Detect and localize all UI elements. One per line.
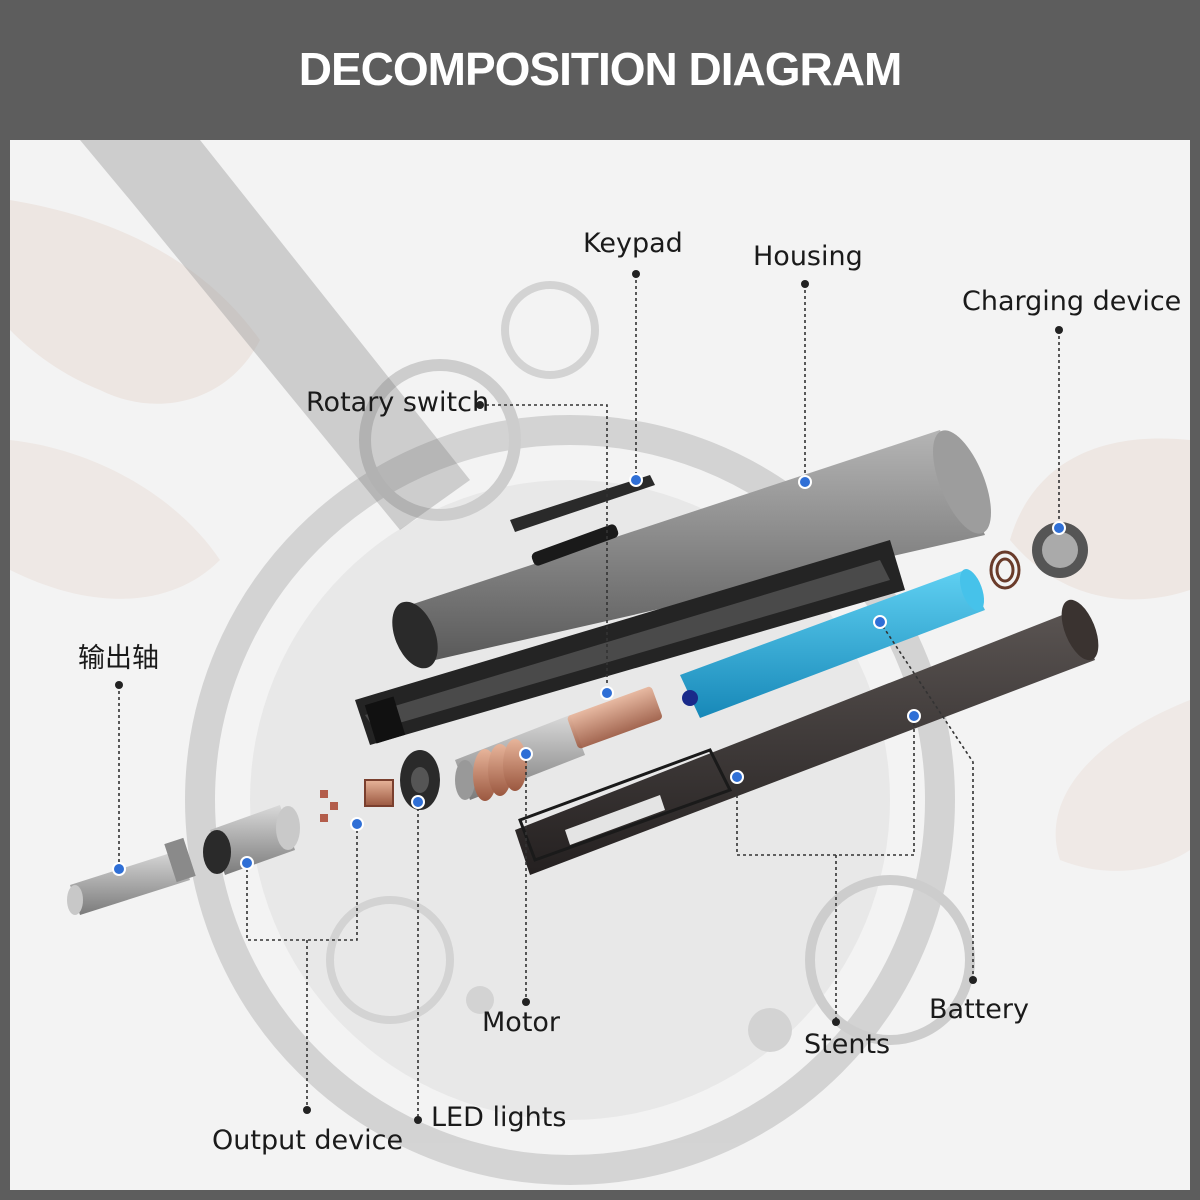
leader-battery [879, 621, 974, 980]
end-dot-motor [522, 998, 530, 1006]
marker-keypad [629, 473, 643, 487]
black-frame [355, 540, 905, 745]
end-dot-output-device [303, 1106, 311, 1114]
marker-clip [350, 817, 364, 831]
output-shaft-part [67, 837, 196, 915]
label-led-lights: LED lights [431, 1102, 567, 1133]
marker-stent-b [907, 709, 921, 723]
label-rotary-switch: Rotary switch [306, 387, 490, 418]
charging-device-part [989, 522, 1088, 590]
end-dot-stents [832, 1018, 840, 1026]
marker-housing [798, 475, 812, 489]
marker-rotary [600, 686, 614, 700]
label-output-device: Output device [212, 1125, 404, 1156]
marker-charging [1052, 521, 1066, 535]
housing-tube [392, 430, 991, 669]
label-battery: Battery [929, 994, 1029, 1025]
end-dot-led [414, 1116, 422, 1124]
label-motor: Motor [482, 1007, 561, 1038]
page-title: DECOMPOSITION DIAGRAM [298, 43, 903, 95]
background-hand-illustration [10, 140, 1190, 871]
small-gear-clip [320, 779, 394, 822]
end-dot-keypad [632, 270, 640, 278]
leader-lines [118, 274, 1060, 1120]
end-dot-output-shaft [115, 681, 123, 689]
output-device-part [203, 805, 300, 875]
end-dot-charging [1055, 326, 1063, 334]
label-charging-device: Charging device [962, 286, 1182, 317]
label-keypad: Keypad [583, 228, 683, 259]
title-banner: DECOMPOSITION DIAGRAM [0, 0, 1200, 138]
diagram-panel: Keypad Housing Charging device Rotary sw… [10, 140, 1190, 1190]
keypad-part [510, 475, 655, 532]
leader-rotary [480, 404, 608, 693]
label-housing: Housing [753, 241, 863, 272]
end-dot-rotary [476, 401, 484, 409]
leader-stents [736, 716, 915, 1022]
marker-output-device [240, 856, 254, 870]
marker-battery [873, 615, 887, 629]
battery-cell [680, 569, 985, 718]
end-dot-housing [801, 280, 809, 288]
end-dot-battery [969, 976, 977, 984]
marker-stent-a [730, 770, 744, 784]
marker-dots [112, 270, 1066, 1124]
marker-motor [519, 747, 533, 761]
marker-output-shaft [112, 862, 126, 876]
exploded-view-illustration [10, 140, 1190, 1185]
led-disc-part [400, 750, 440, 810]
label-output-shaft: 输出轴 [78, 643, 159, 674]
stent-body [515, 599, 1099, 875]
marker-led [411, 795, 425, 809]
label-stents: Stents [804, 1029, 891, 1060]
leader-output-device [246, 824, 358, 1110]
